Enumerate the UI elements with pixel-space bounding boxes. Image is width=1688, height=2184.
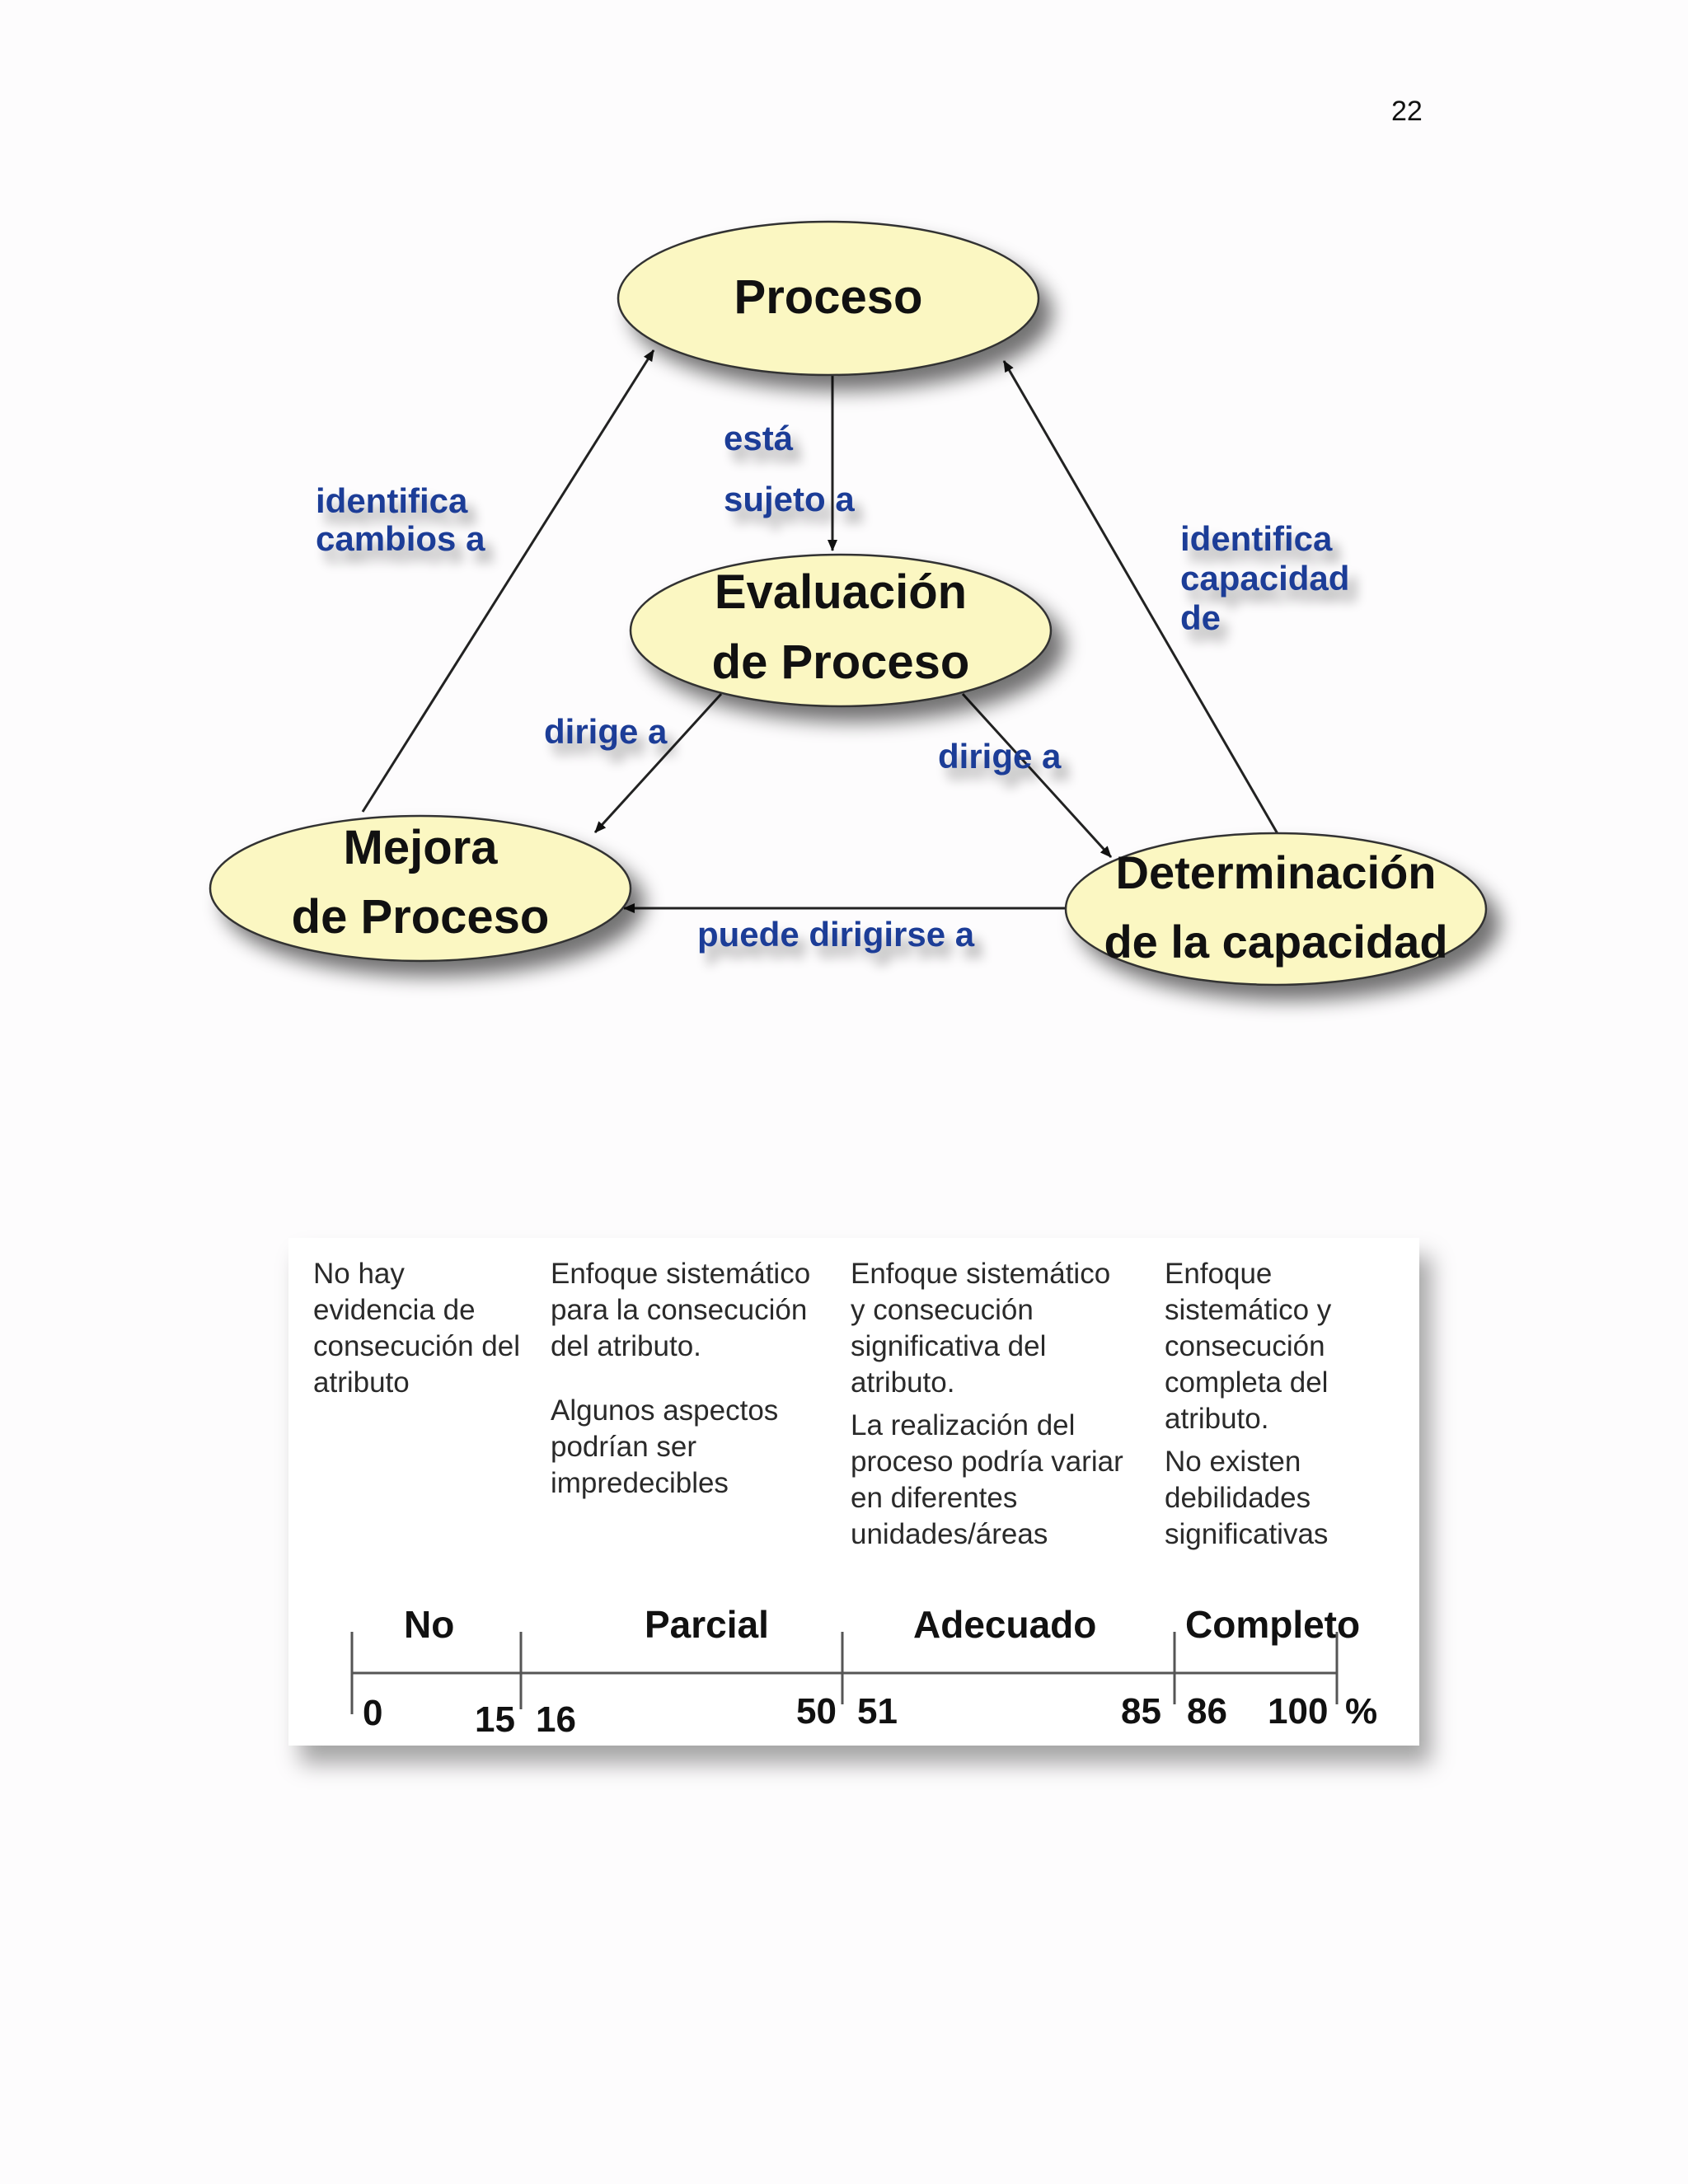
edge-label-dirige-left: dirige a — [544, 712, 668, 751]
edge-label-identifica-capacidad-3: de — [1180, 598, 1221, 637]
edge-label-identifica-capacidad-2: capacidad — [1180, 559, 1349, 598]
edge-label-puede-dirigirse: puede dirigirse a — [697, 915, 975, 954]
tick-label-15: 15 — [475, 1699, 515, 1740]
scale-axis — [350, 1632, 1339, 1714]
scale-description-parcial: Enfoque sistemático para la consecución … — [551, 1256, 839, 1502]
scale-description-parcial-text-2: Algunos aspectos podrían ser impredecibl… — [551, 1394, 779, 1499]
node-determinacion — [1064, 832, 1488, 987]
node-mejora-label-1: Mejora — [344, 821, 499, 874]
scale-description-parcial-text-1: Enfoque sistemático para la consecución … — [551, 1258, 811, 1362]
scale-description-adecuado: Enfoque sistemático y consecución signif… — [851, 1256, 1156, 1553]
edge-evaluacion-mejora — [593, 692, 723, 834]
level-no: No — [404, 1603, 455, 1646]
tick-label-86: 86 — [1187, 1691, 1227, 1732]
process-diagram: Proceso Evaluación de Proceso Mejora de … — [209, 220, 1488, 987]
edge-label-identifica-cambios-1: identifica — [316, 481, 468, 520]
edge-label-sujeto-a: sujeto a — [724, 480, 855, 518]
tick-label-percent: % — [1345, 1691, 1378, 1732]
tick-label-51: 51 — [857, 1691, 898, 1732]
edge-label-dirige-right: dirige a — [938, 737, 1062, 776]
edge-mejora-proceso — [361, 349, 655, 813]
node-evaluacion — [629, 553, 1053, 708]
tick-label-85: 85 — [1121, 1691, 1161, 1732]
node-determinacion-label-1: Determinación — [1116, 846, 1437, 898]
node-proceso-label: Proceso — [734, 270, 923, 324]
maturity-scale-panel: No hay evidencia de consecución del atri… — [288, 1238, 1419, 1746]
scale-description-adecuado-text-2: La realización del proceso podría variar… — [851, 1409, 1123, 1550]
node-evaluacion-label-1: Evaluación — [715, 565, 967, 619]
level-adecuado: Adecuado — [913, 1603, 1097, 1646]
scale-description-adecuado-text-1: Enfoque sistemático y consecución signif… — [851, 1258, 1111, 1399]
scale-description-no-text: No hay evidencia de consecución del atri… — [313, 1258, 520, 1399]
level-parcial: Parcial — [645, 1603, 769, 1646]
tick-label-50: 50 — [796, 1691, 837, 1732]
node-evaluacion-label-2: de Proceso — [712, 635, 970, 689]
edge-label-identifica-capacidad-1: identifica — [1180, 519, 1333, 558]
edge-evaluacion-determinacion — [961, 692, 1113, 859]
node-proceso — [617, 220, 1040, 377]
edge-determinacion-proceso — [1002, 360, 1281, 837]
node-mejora — [209, 814, 632, 963]
scale-description-completo: Enfoque sistemático y consecución comple… — [1165, 1256, 1412, 1553]
node-determinacion-label-2: de la capacidad — [1104, 916, 1447, 968]
scale-description-completo-text-1: Enfoque sistemático y consecución comple… — [1165, 1258, 1332, 1435]
node-mejora-label-2: de Proceso — [292, 890, 550, 944]
edge-label-esta: está — [724, 419, 794, 457]
edge-label-identifica-cambios-2: cambios a — [316, 519, 485, 558]
scale-description-completo-text-2: No existen debilidades significativas — [1165, 1446, 1329, 1550]
scale-description-no: No hay evidencia de consecución del atri… — [313, 1256, 536, 1401]
level-completo: Completo — [1185, 1603, 1361, 1646]
tick-label-16: 16 — [536, 1699, 576, 1740]
page-number: 22 — [1391, 96, 1423, 127]
tick-label-100: 100 — [1268, 1691, 1329, 1732]
tick-label-0: 0 — [363, 1693, 383, 1733]
